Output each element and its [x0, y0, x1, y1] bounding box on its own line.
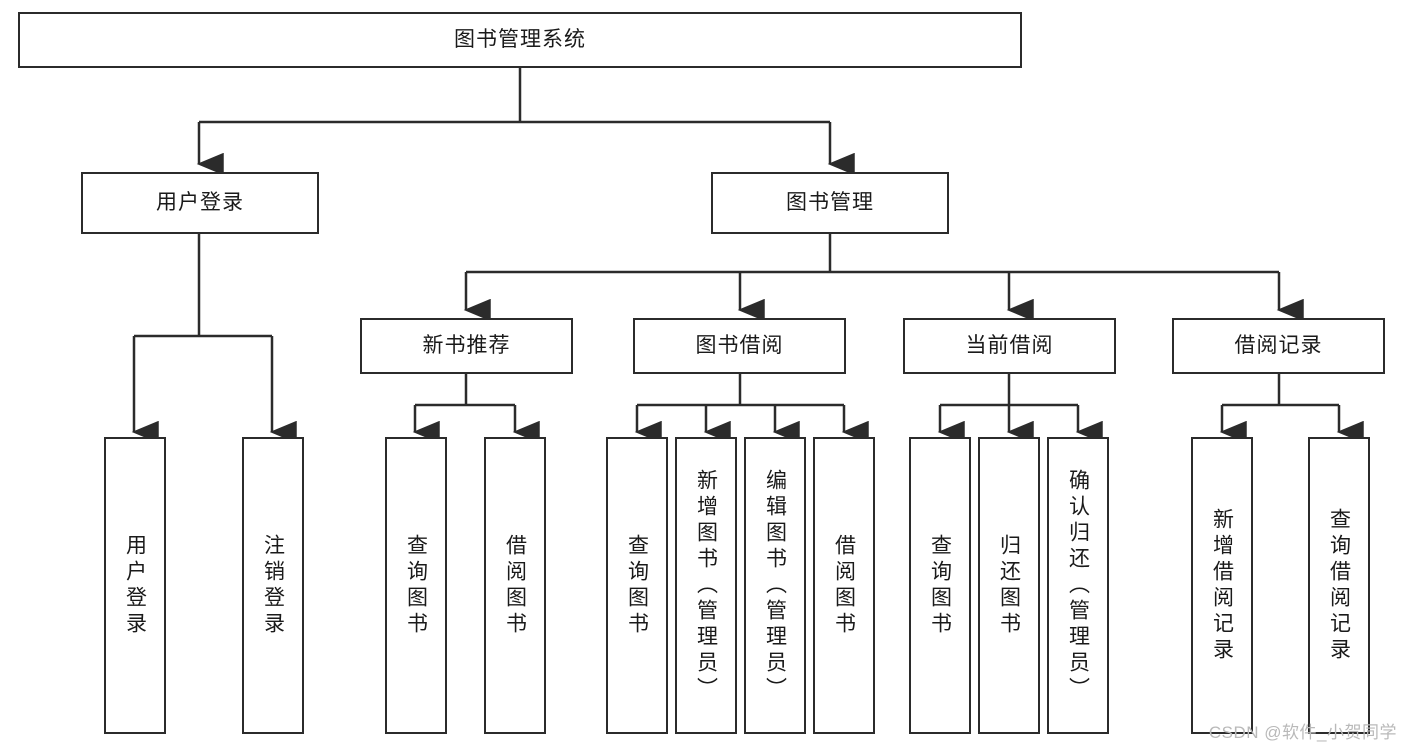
- leaf-query-book-2[interactable]: 查询图书: [606, 437, 668, 734]
- node-root[interactable]: 图书管理系统: [18, 12, 1022, 68]
- leaf-return-book-label: 归还图书: [997, 533, 1021, 638]
- node-user-login-label: 用户登录: [156, 191, 244, 215]
- leaf-query-book-1[interactable]: 查询图书: [385, 437, 447, 734]
- node-borrow-record-label: 借阅记录: [1234, 334, 1323, 358]
- node-new-book-recommend[interactable]: 新书推荐: [360, 318, 573, 374]
- leaf-edit-book[interactable]: 编辑图书（管理员）: [744, 437, 806, 734]
- leaf-user-login-label: 用户登录: [123, 533, 147, 638]
- node-book-borrow[interactable]: 图书借阅: [633, 318, 846, 374]
- csdn-watermark: CSDN @软件_小贺同学: [1208, 723, 1397, 742]
- leaf-logout-login-label: 注销登录: [261, 533, 285, 638]
- leaf-logout-login[interactable]: 注销登录: [242, 437, 304, 734]
- node-current-borrow-label: 当前借阅: [965, 334, 1054, 358]
- leaf-add-book-label: 新增图书（管理员）: [694, 468, 718, 703]
- leaf-borrow-book-2-label: 借阅图书: [832, 533, 856, 638]
- node-current-borrow[interactable]: 当前借阅: [903, 318, 1116, 374]
- leaf-query-record[interactable]: 查询借阅记录: [1308, 437, 1370, 734]
- leaf-return-book[interactable]: 归还图书: [978, 437, 1040, 734]
- leaf-add-record-label: 新增借阅记录: [1210, 507, 1234, 664]
- leaf-confirm-return-label: 确认归还（管理员）: [1066, 468, 1090, 703]
- leaf-borrow-book-1-label: 借阅图书: [503, 533, 527, 638]
- leaf-confirm-return[interactable]: 确认归还（管理员）: [1047, 437, 1109, 734]
- leaf-query-book-2-label: 查询图书: [625, 533, 649, 638]
- leaf-query-book-1-label: 查询图书: [404, 533, 428, 638]
- node-book-manage[interactable]: 图书管理: [711, 172, 949, 234]
- leaf-borrow-book-1[interactable]: 借阅图书: [484, 437, 546, 734]
- node-book-borrow-label: 图书借阅: [695, 334, 784, 358]
- node-borrow-record[interactable]: 借阅记录: [1172, 318, 1385, 374]
- node-new-book-recommend-label: 新书推荐: [422, 334, 511, 358]
- leaf-query-book-3-label: 查询图书: [928, 533, 952, 638]
- leaf-borrow-book-2[interactable]: 借阅图书: [813, 437, 875, 734]
- leaf-edit-book-label: 编辑图书（管理员）: [763, 468, 787, 703]
- leaf-query-book-3[interactable]: 查询图书: [909, 437, 971, 734]
- node-user-login[interactable]: 用户登录: [81, 172, 319, 234]
- node-root-label: 图书管理系统: [454, 28, 586, 52]
- leaf-add-book[interactable]: 新增图书（管理员）: [675, 437, 737, 734]
- node-book-manage-label: 图书管理: [786, 191, 874, 215]
- leaf-add-record[interactable]: 新增借阅记录: [1191, 437, 1253, 734]
- leaf-query-record-label: 查询借阅记录: [1327, 507, 1351, 664]
- leaf-user-login[interactable]: 用户登录: [104, 437, 166, 734]
